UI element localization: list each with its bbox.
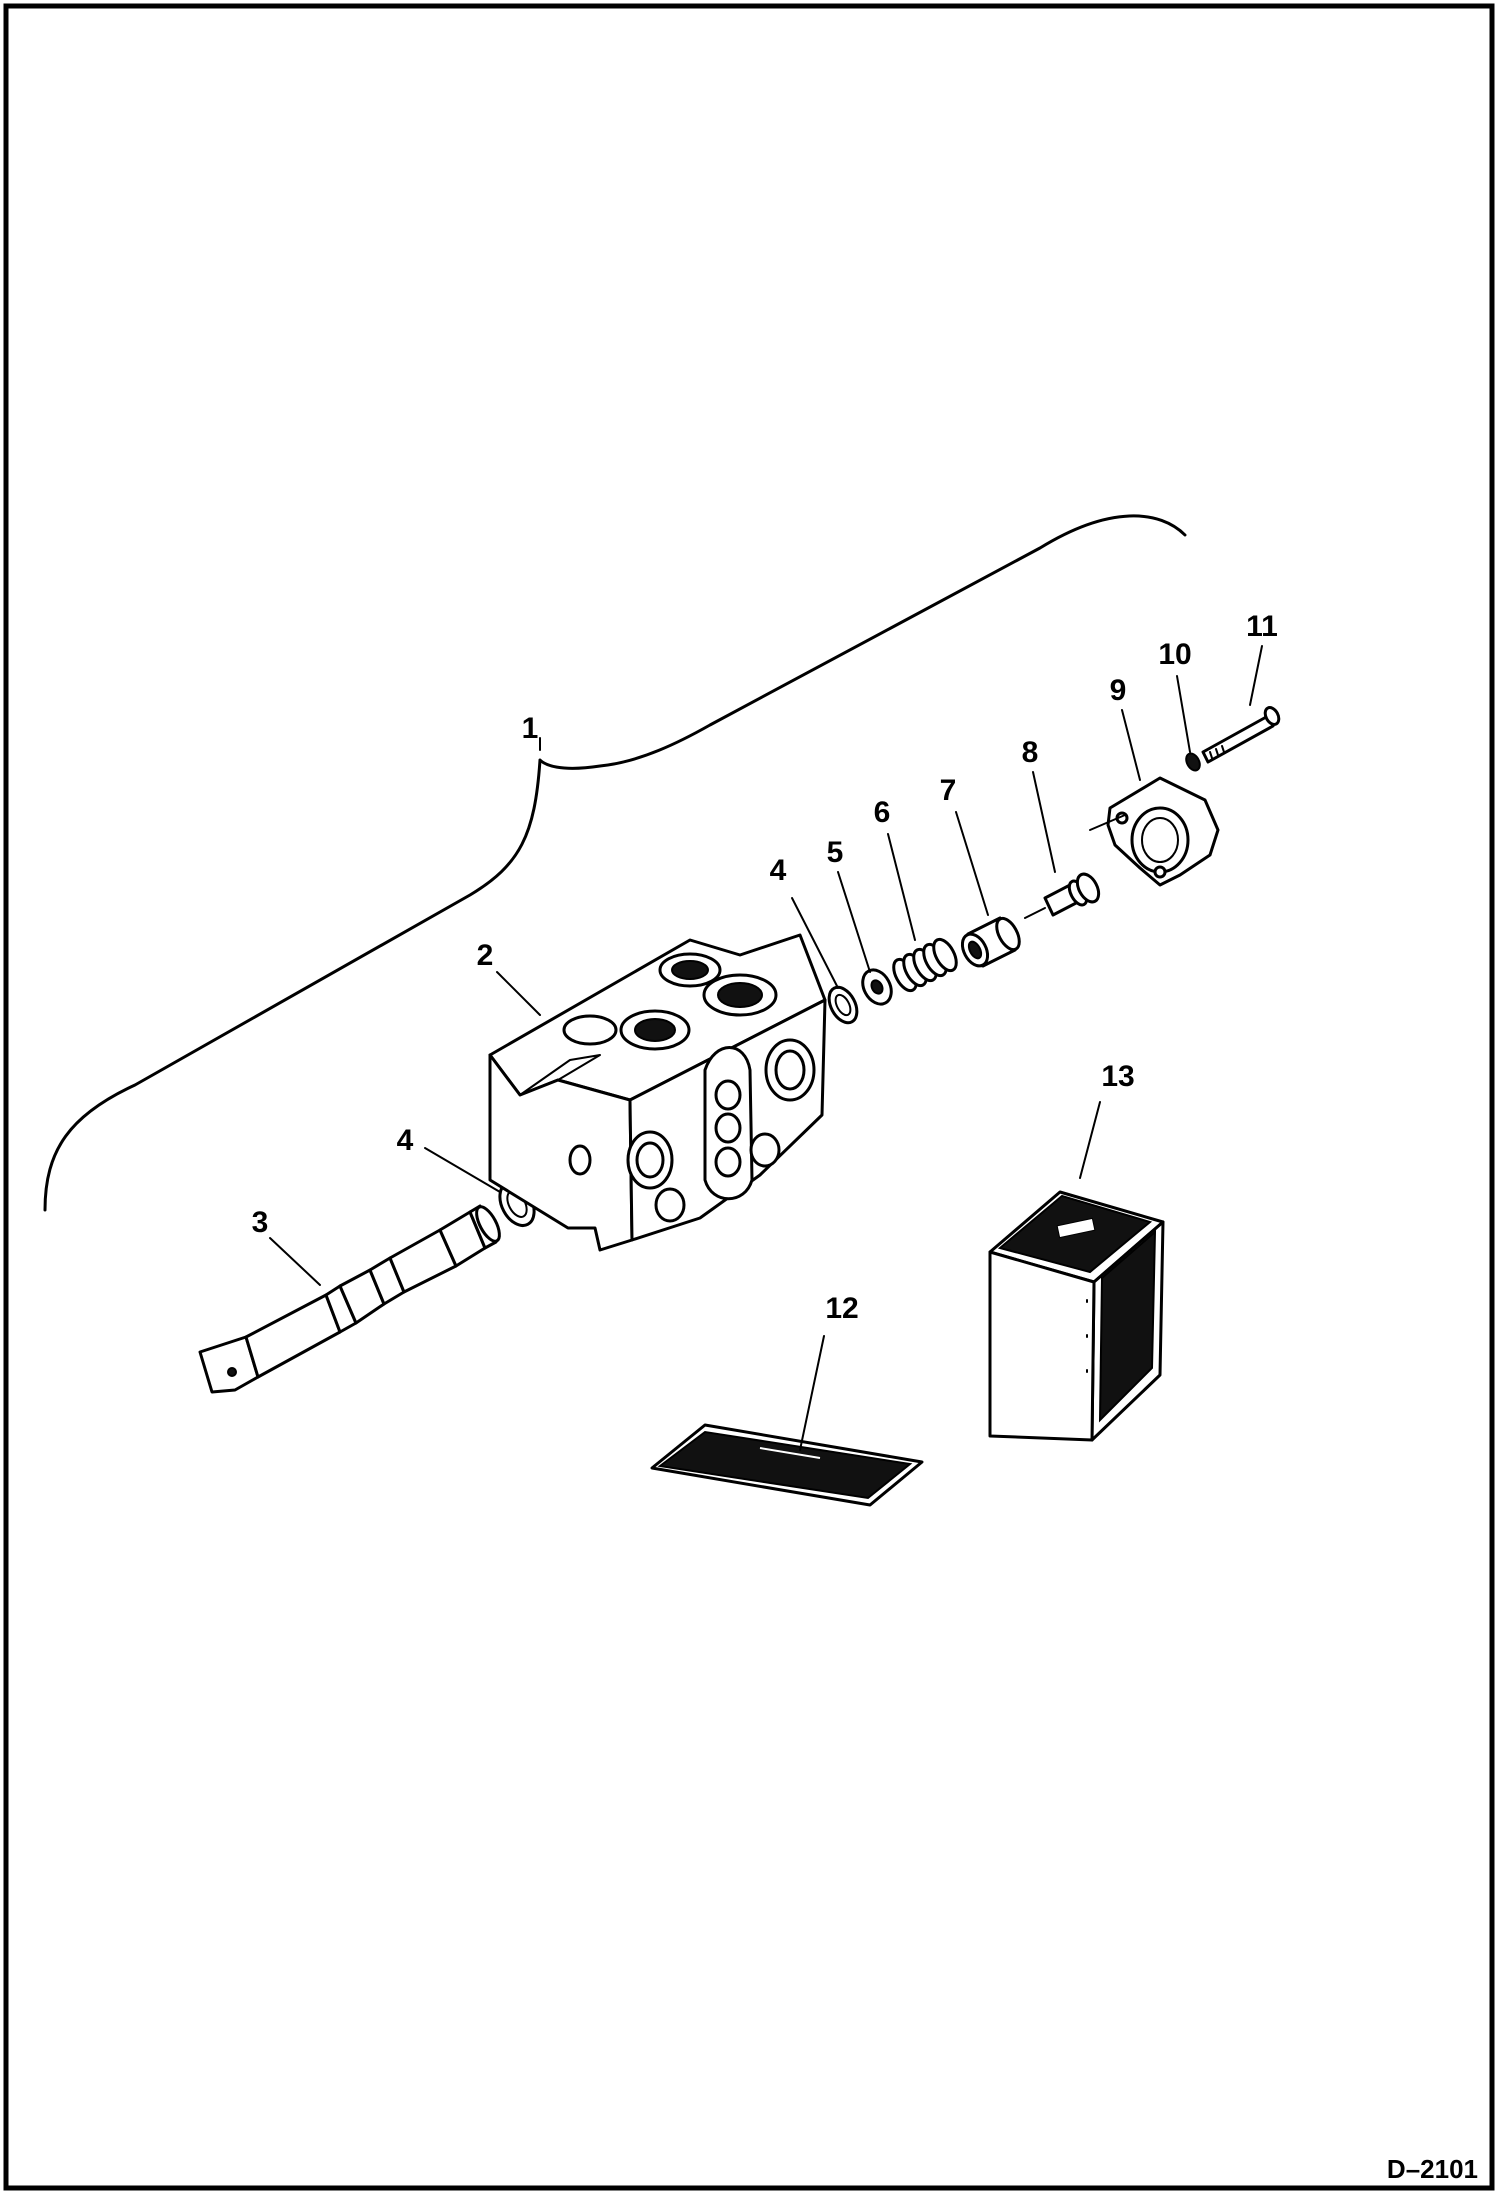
callout-1: 1 bbox=[522, 712, 539, 745]
leader-6 bbox=[887, 833, 916, 941]
callout-3: 3 bbox=[252, 1206, 269, 1239]
figure-id: D–2101 bbox=[1387, 2154, 1478, 2184]
retainer-part bbox=[960, 916, 1021, 968]
page-border bbox=[3, 3, 1495, 2191]
callout-12: 12 bbox=[825, 1292, 858, 1325]
leader-7 bbox=[955, 811, 989, 916]
callout-4-upper: 4 bbox=[770, 854, 787, 887]
leader-5 bbox=[837, 871, 871, 973]
washer-part bbox=[861, 968, 893, 1006]
callout-7: 7 bbox=[940, 774, 957, 807]
leader-4-upper bbox=[791, 897, 839, 989]
kit-box-part bbox=[988, 1190, 1165, 1442]
spring-part bbox=[892, 937, 958, 993]
leader-3 bbox=[269, 1237, 321, 1286]
leader-lines bbox=[269, 645, 1263, 1451]
callout-9: 9 bbox=[1110, 674, 1127, 707]
o-ring-upper bbox=[827, 985, 859, 1025]
packet-part bbox=[650, 1423, 924, 1507]
valve-body-part bbox=[488, 933, 827, 1252]
leader-12 bbox=[799, 1335, 825, 1451]
callout-2: 2 bbox=[477, 939, 494, 972]
leader-9 bbox=[1121, 709, 1141, 781]
callout-11: 11 bbox=[1246, 610, 1278, 643]
leader-2 bbox=[496, 971, 541, 1016]
leader-4-lower bbox=[424, 1147, 501, 1193]
stop-bolt-part bbox=[1024, 872, 1101, 919]
leader-13 bbox=[1079, 1101, 1101, 1179]
cap-part bbox=[1089, 776, 1220, 887]
callout-6: 6 bbox=[874, 796, 891, 829]
leader-11 bbox=[1249, 645, 1263, 706]
leader-8 bbox=[1032, 771, 1056, 873]
callout-10: 10 bbox=[1158, 638, 1191, 671]
leader-10 bbox=[1176, 675, 1191, 753]
callout-5: 5 bbox=[827, 836, 844, 869]
callout-8: 8 bbox=[1022, 736, 1039, 769]
assembly-brace bbox=[43, 514, 1187, 1212]
callout-13: 13 bbox=[1101, 1060, 1134, 1093]
lock-washer-part bbox=[1185, 752, 1201, 772]
spool-part bbox=[198, 1204, 501, 1394]
callout-4-lower: 4 bbox=[397, 1124, 414, 1157]
cap-screw-part bbox=[1201, 706, 1281, 764]
